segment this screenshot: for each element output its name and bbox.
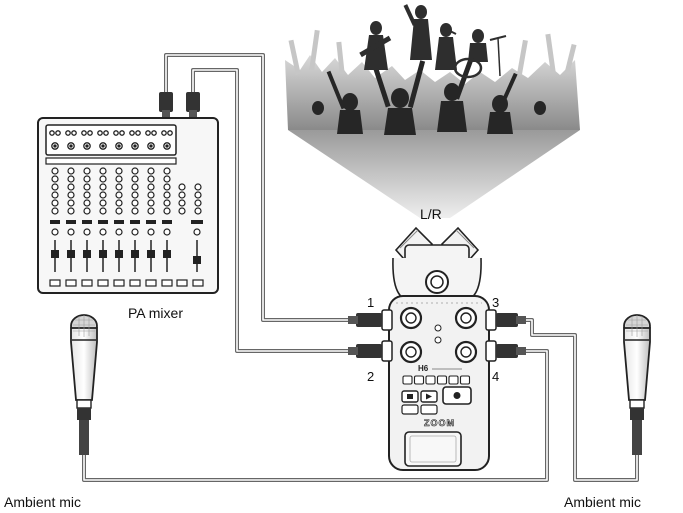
track-buttons — [402, 375, 471, 385]
label-ambient-mic-right: Ambient mic — [564, 494, 641, 510]
ambient-mic-right — [623, 314, 651, 455]
h6-recorder: H6 ZOOM — [348, 226, 526, 471]
label-ambient-mic-left: Ambient mic — [4, 494, 81, 510]
pa-mixer — [37, 92, 219, 294]
rewind-button — [401, 404, 419, 415]
sound-beam — [288, 130, 580, 218]
recorder-input-jacks — [381, 309, 497, 362]
forward-button — [420, 404, 438, 415]
mixer-output-plugs — [159, 92, 200, 118]
crowd-mass — [285, 55, 580, 130]
device-model-label: H6 — [418, 364, 429, 373]
cables — [82, 53, 639, 482]
ambient-mic-left — [70, 314, 98, 455]
label-lr: L/R — [420, 206, 442, 222]
crowd-illustration — [285, 4, 580, 218]
label-input-4: 4 — [492, 369, 499, 384]
gain-knob-4 — [454, 340, 478, 364]
device-display — [404, 431, 462, 467]
xy-mic-capsule — [392, 226, 482, 301]
label-pa-mixer: PA mixer — [128, 305, 183, 321]
gain-knob-3 — [454, 306, 478, 330]
xlr-plugs — [348, 313, 526, 358]
device-brand-label: ZOOM — [424, 418, 455, 428]
label-input-2: 2 — [367, 369, 374, 384]
mixer-channel-strips — [49, 167, 204, 287]
gain-knob-2 — [399, 340, 423, 364]
label-input-1: 1 — [367, 295, 374, 310]
label-input-3: 3 — [492, 295, 499, 310]
gain-knob-1 — [399, 306, 423, 330]
cable-right-mic-to-input-3 — [510, 318, 639, 482]
transport-buttons — [401, 386, 472, 415]
gain-knobs — [396, 302, 482, 364]
